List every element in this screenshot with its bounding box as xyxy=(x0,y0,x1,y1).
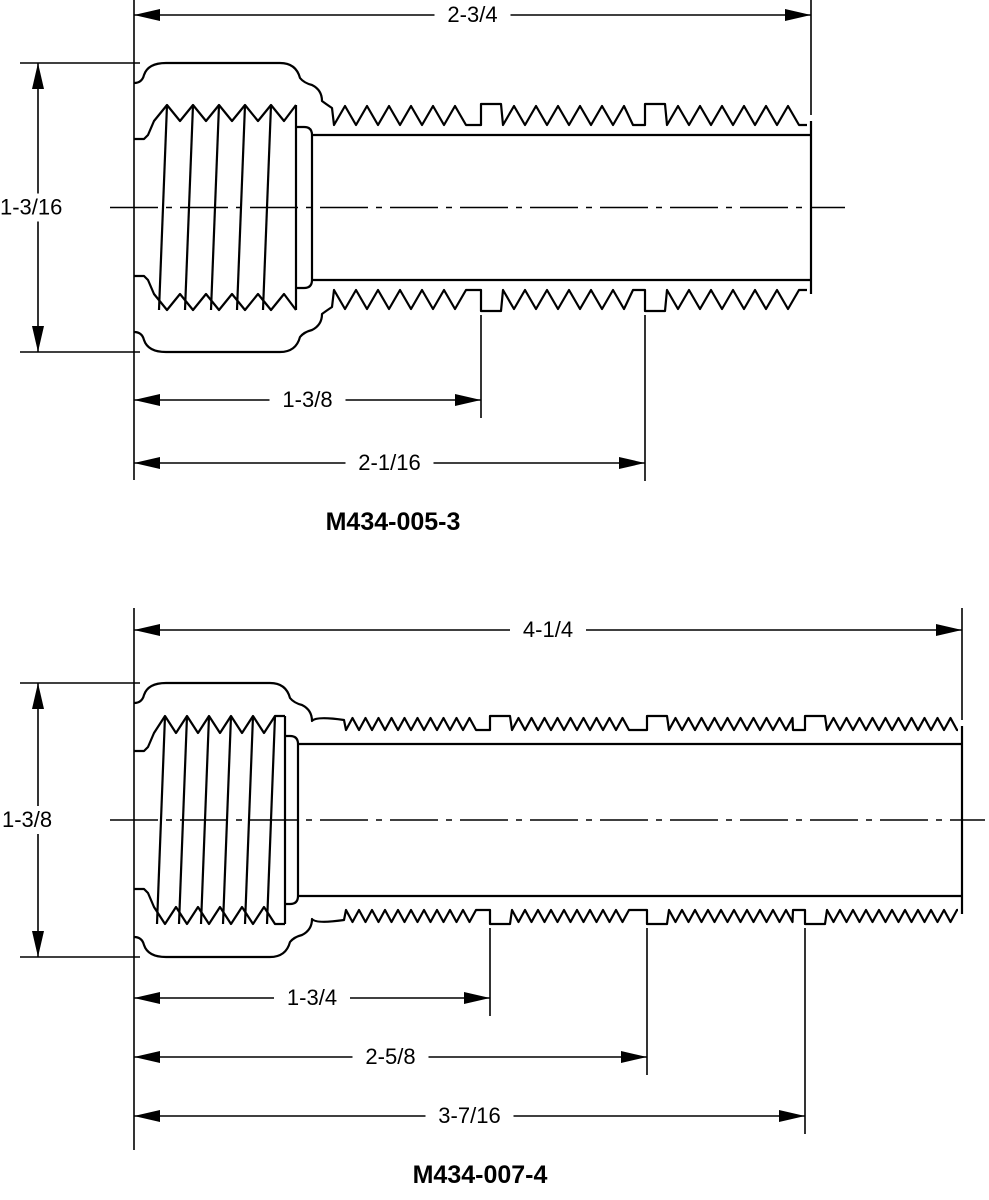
internal-thread xyxy=(134,714,285,753)
overall-length-dimension-label: 4-1/4 xyxy=(523,617,573,642)
arrowhead xyxy=(134,1110,160,1122)
height-dimension-label: 1-3/16 xyxy=(0,194,62,219)
outer-profile xyxy=(133,908,959,959)
height-dimension-label: 1-3/8 xyxy=(2,807,52,832)
internal-thread xyxy=(134,103,297,141)
overall-length-dimension: 2-3/4 xyxy=(134,2,811,28)
thread-helix-line xyxy=(157,104,169,311)
thread-helix-line xyxy=(155,715,167,925)
height-dimension: 1-3/8 xyxy=(0,683,78,957)
arrowhead xyxy=(134,394,160,406)
arrowhead xyxy=(936,624,962,636)
arrowhead xyxy=(785,9,811,21)
arrowhead xyxy=(134,624,160,636)
arrowhead xyxy=(134,992,160,1004)
groove-dimension: 1-3/4 xyxy=(134,985,490,1011)
overall-length-dimension: 4-1/4 xyxy=(134,617,962,643)
height-dimension: 1-3/16 xyxy=(0,63,78,352)
internal-thread xyxy=(134,887,285,926)
groove-dimension-label: 3-7/16 xyxy=(438,1103,500,1128)
outer-profile xyxy=(133,681,959,732)
part-number-title: M434-005-3 xyxy=(326,508,461,536)
part-number-title: M434-007-4 xyxy=(413,1161,548,1189)
arrowhead xyxy=(621,1051,647,1063)
groove-dimension-label: 2-5/8 xyxy=(365,1044,415,1069)
internal-thread xyxy=(134,274,297,312)
arrowhead xyxy=(134,9,160,21)
arrowhead xyxy=(455,394,481,406)
arrowhead xyxy=(134,457,160,469)
arrowhead xyxy=(464,992,490,1004)
arrowhead xyxy=(32,326,44,352)
outer-profile xyxy=(133,61,807,127)
overall-length-dimension-label: 2-3/4 xyxy=(447,2,497,27)
arrowhead xyxy=(32,63,44,89)
arrowhead xyxy=(619,457,645,469)
outer-profile xyxy=(133,288,807,354)
arrowhead xyxy=(134,1051,160,1063)
groove-dimension-label: 1-3/4 xyxy=(287,985,337,1010)
groove-dimension: 2-1/16 xyxy=(134,450,645,476)
groove-dimension-label: 2-1/16 xyxy=(358,450,420,475)
groove-dimension: 2-5/8 xyxy=(134,1044,647,1070)
arrowhead xyxy=(32,931,44,957)
groove-dimension-label: 1-3/8 xyxy=(282,387,332,412)
groove-dimension: 1-3/8 xyxy=(134,387,481,413)
groove-dimension: 3-7/16 xyxy=(134,1103,805,1129)
arrowhead xyxy=(32,683,44,709)
thread-helix-line xyxy=(243,715,255,925)
arrowhead xyxy=(779,1110,805,1122)
